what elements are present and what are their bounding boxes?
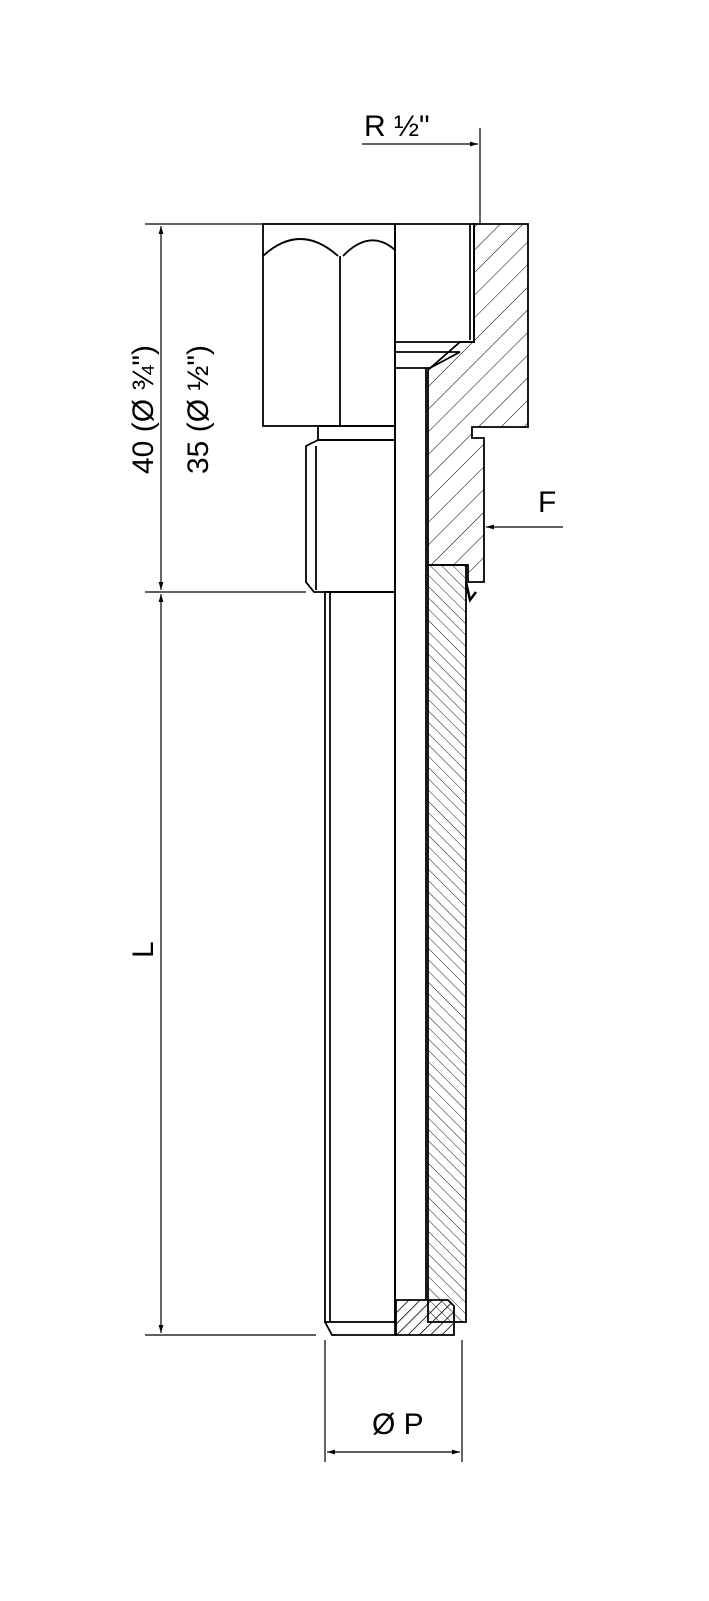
tube-wall-hatch <box>427 564 467 1323</box>
hex-head <box>262 223 396 427</box>
head-section-hatch <box>427 223 529 583</box>
label-height-12: 35 (Ø ½") <box>182 345 215 474</box>
thread-pocket <box>395 223 475 343</box>
tube <box>324 591 396 1323</box>
label-height-34: 40 (Ø ¾") <box>127 345 160 474</box>
label-length-l: L <box>127 941 160 958</box>
section-view <box>395 223 529 1336</box>
tip-section-hatch <box>395 1299 455 1336</box>
neck <box>317 425 396 441</box>
outer-view <box>262 223 475 1336</box>
label-diameter-p: Ø P <box>372 1408 424 1441</box>
tube-tip <box>324 1321 396 1336</box>
label-thread-r: R ½" <box>364 110 430 143</box>
thread-chamfer <box>464 581 477 603</box>
thread-body <box>305 439 396 593</box>
drill-cone <box>395 351 461 369</box>
hex-flat-curve-right <box>342 239 396 257</box>
label-flat-f: F <box>538 486 556 519</box>
hex-flat-curve-left <box>262 238 339 257</box>
dimensions <box>145 128 563 1462</box>
